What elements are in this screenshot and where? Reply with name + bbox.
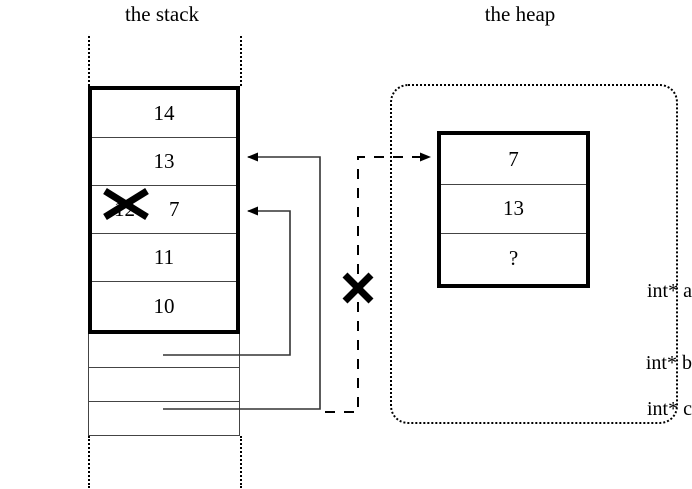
pointer-slot-empty [89,402,239,436]
x-strikeout-icon [103,188,149,220]
stack-array: 14 13 12 7 11 10 [88,86,240,334]
heap-block: 7 13 ? [437,131,590,288]
stack-cell: 14 [92,90,236,138]
variable-label-b: int* b [645,352,692,374]
heap-title: the heap [484,2,556,26]
heap-cell: 13 [441,185,586,235]
stack-title: the stack [124,2,200,26]
stack-cell: 10 [153,293,175,318]
pointer-variable-slots [88,334,240,436]
heap-cell: ? [508,246,519,271]
stack-cell-new-value: 7 [169,197,180,221]
stack-cell-old-value: 12 [103,188,149,222]
pointer-slot-b [89,334,239,368]
stack-guide-left-bottom [88,436,90,488]
stack-guide-right-bottom [240,436,242,488]
stack-cell: 13 [92,138,236,186]
stack-cell-edited: 12 7 [92,186,236,234]
stack-guide-right-top [240,36,242,86]
variable-label-a: int* a [647,280,692,302]
stack-guide-left-top [88,36,90,86]
x-cross-icon [342,272,374,304]
stack-cell: 11 [92,234,236,282]
heap-cell: 7 [441,135,586,185]
pointer-slot-c [89,368,239,402]
variable-label-c: int* c [647,398,692,420]
